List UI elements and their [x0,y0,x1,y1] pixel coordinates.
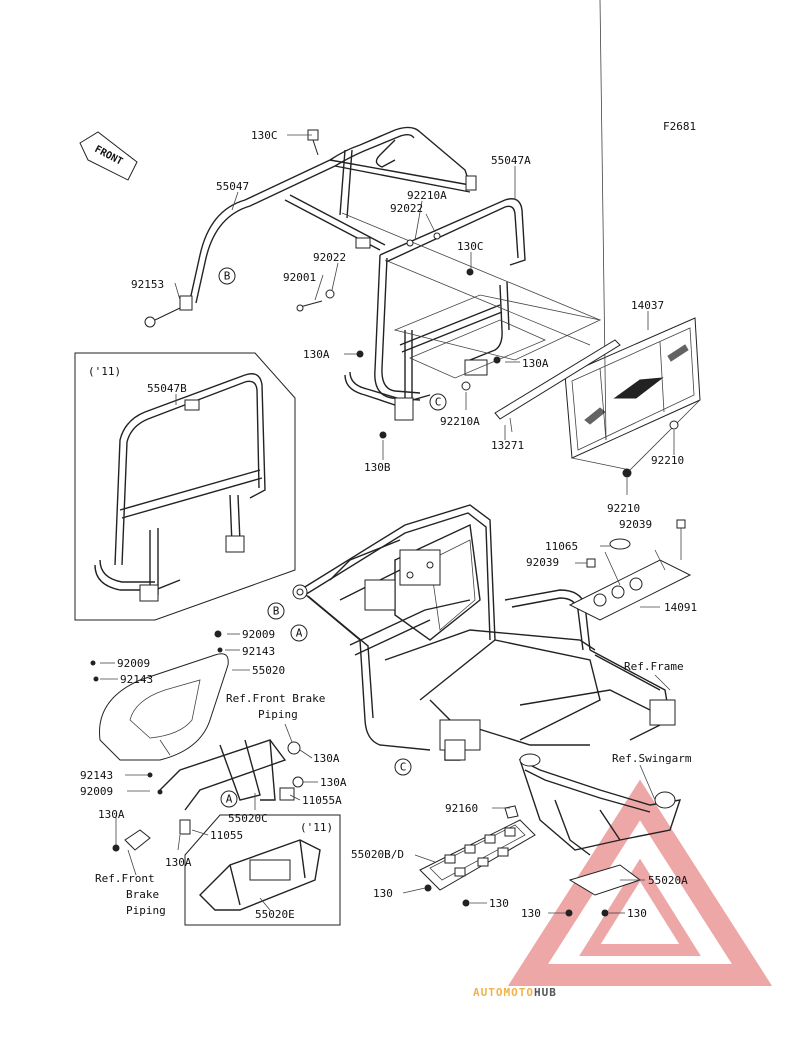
label-92143-c: 92143 [80,769,113,782]
leader-lines [100,134,682,914]
label-55020: 55020 [252,664,285,677]
label-11055: 11055 [210,829,243,842]
ref-front-brake-bottom-line1: Ref.Front [95,872,155,885]
ref-front-brake-bottom-line3: Piping [126,904,166,917]
label-130A-b: 130A [165,856,192,869]
watermark-part2: HUB [534,986,557,999]
label-92153: 92153 [131,278,164,291]
label-130-c: 130 [521,907,541,920]
cargo-net-drawing [564,0,701,471]
label-55020E: 55020E [255,908,295,921]
main-frame-drawing [292,504,676,761]
label-55020A: 55020A [648,874,688,887]
label-130C-top: 130C [251,129,278,142]
callout-c-frame: C [394,758,412,776]
svg-text:AUTOMOTOHUB: AUTOMOTOHUB [473,986,557,999]
svg-text:B: B [273,605,280,618]
ref-swingarm: Ref.Swingarm [612,752,692,765]
label-130-d: 130 [627,907,647,920]
ref-front-brake-top-line2: Piping [258,708,298,721]
skid-plate-55020BD-drawing [419,805,536,907]
svg-text:A: A [296,627,303,640]
label-55047A: 55047A [491,154,531,167]
label-92022-a: 92022 [390,202,423,215]
label-130A-bl: 130A [98,808,125,821]
label-92160: 92160 [445,802,478,815]
label-92210-a: 92210 [651,454,684,467]
label-130A-fb: 130A [313,752,340,765]
ref-front-brake-bottom-line2: Brake [126,888,159,901]
label-92009-a: 92009 [242,628,275,641]
label-13271: 13271 [491,439,524,452]
ref-front-brake-top-line1: Ref.Front Brake [226,692,325,705]
label-130A-fb2: 130A [320,776,347,789]
label-92039-b: 92039 [526,556,559,569]
label-14091: 14091 [664,601,697,614]
front-cover-55020-drawing [90,630,229,795]
label-92143-a: 92143 [242,645,275,658]
svg-text:C: C [400,761,407,774]
label-130C-mid: 130C [457,240,484,253]
part-labels: 130C 55047A 55047 92210A 92022 130C 9202… [80,129,697,921]
label-92210-b: 92210 [607,502,640,515]
watermark-text: AUTOMOTOHUB [473,986,557,999]
bracket-55020C-drawing [112,739,304,852]
label-11065: 11065 [545,540,578,553]
label-130-b: 130 [489,897,509,910]
label-55020C: 55020C [228,812,268,825]
guard-14091-drawing [568,519,692,621]
strip-13271-drawing [494,339,621,433]
label-55020BD: 55020B/D [351,848,404,861]
inset-55047B [74,352,296,621]
front-arrow-icon: FRONT [79,131,138,181]
label-92210A-top: 92210A [407,189,447,202]
figure-code: F2681 [663,120,696,133]
inset-label-top: ('11) [88,365,121,378]
label-92009-b: 92009 [117,657,150,670]
label-14037: 14037 [631,299,664,312]
callout-a-frame: A [290,624,308,642]
label-55047: 55047 [216,180,249,193]
label-92143-b: 92143 [120,673,153,686]
watermark-logo-triangle [507,779,773,986]
svg-text:C: C [435,396,442,409]
label-92022-b: 92022 [313,251,346,264]
callout-b-frame: B [267,602,285,620]
svg-text:B: B [224,270,231,283]
inset-55020E [184,814,341,926]
label-92009-c: 92009 [80,785,113,798]
label-92039-a: 92039 [619,518,652,531]
callout-c-top: C [429,393,447,411]
reference-labels: Ref.Frame Ref.Swingarm Ref.Front Brake P… [95,660,692,917]
label-130-a: 130 [373,887,393,900]
watermark-part1: AUTOMOTO [473,986,534,999]
callout-b-top: B [218,267,236,285]
label-55047B: 55047B [147,382,187,395]
label-130A-left: 130A [303,348,330,361]
inset-label-bottom: ('11) [300,821,333,834]
callout-a-bracket: A [220,790,238,808]
label-92210A-mid: 92210A [440,415,480,428]
svg-text:A: A [226,793,233,806]
rear-rack-drawing [189,126,602,421]
ref-frame: Ref.Frame [624,660,684,673]
label-130A-right: 130A [522,357,549,370]
label-130B: 130B [364,461,391,474]
label-11055A: 11055A [302,794,342,807]
upper-fasteners [144,129,679,478]
label-92001: 92001 [283,271,316,284]
